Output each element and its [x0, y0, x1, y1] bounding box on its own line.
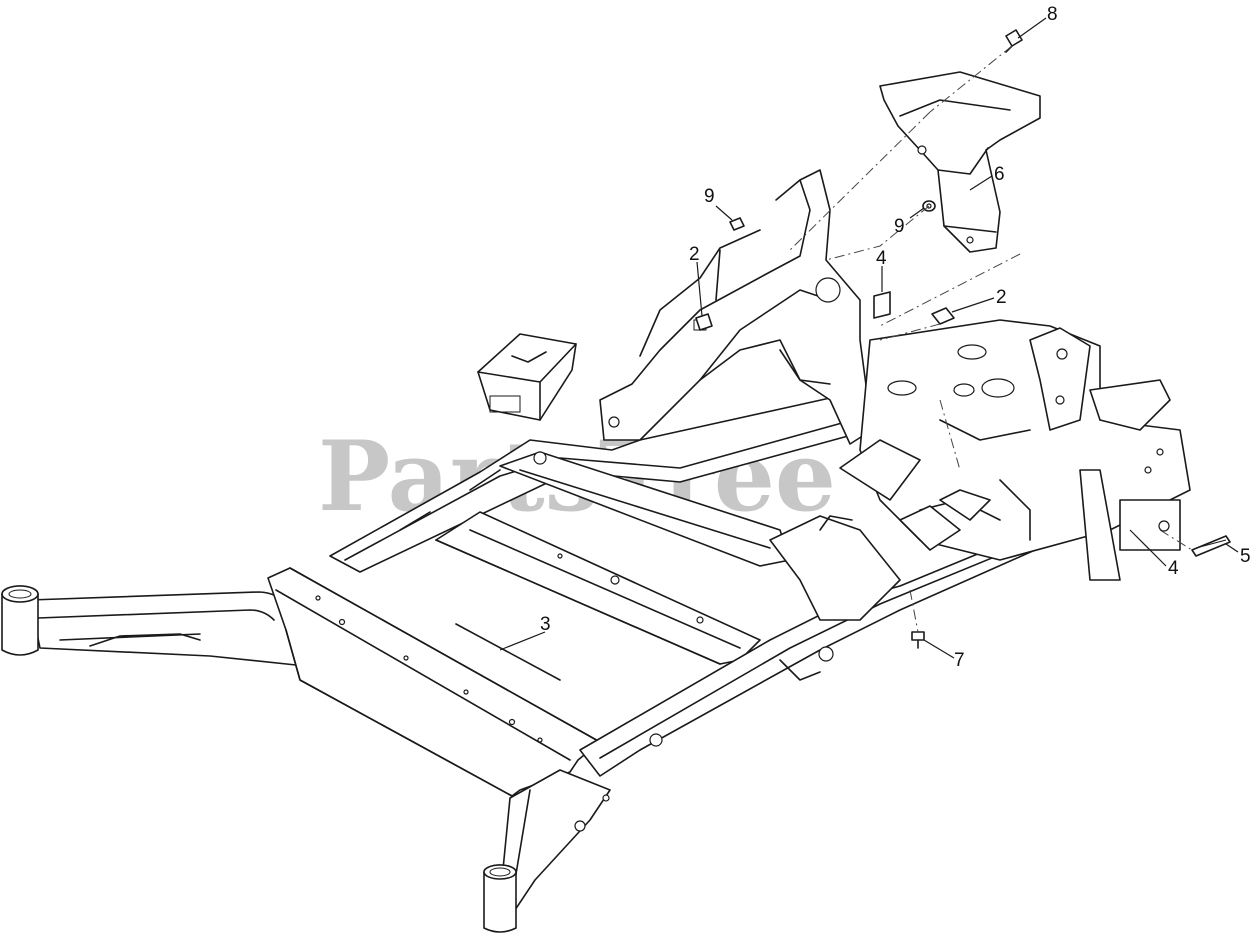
rivet-7 [911, 631, 925, 649]
center-cross-members [435, 451, 791, 665]
left-caster-arm [1, 585, 301, 666]
right-caster-arm [483, 769, 611, 933]
nut-9-left [729, 217, 745, 231]
explode-lines [789, 45, 1193, 633]
reflector-5 [1191, 535, 1231, 557]
callout-2-right: 2 [996, 287, 1007, 308]
callout-9-right: 9 [894, 216, 905, 237]
front-cross-beam [267, 567, 601, 797]
callout-7: 7 [954, 650, 965, 671]
clip-2-left [695, 313, 713, 331]
clip-2-right [931, 307, 955, 325]
center-humps [769, 439, 991, 621]
callout-4-upper: 4 [876, 248, 887, 269]
callout-2-left: 2 [689, 244, 700, 265]
left-rear-bracket [477, 333, 577, 421]
decal-4-upper [873, 291, 891, 319]
callout-8: 8 [1047, 4, 1058, 25]
callout-3: 3 [540, 614, 551, 635]
bracket-6 [879, 71, 1041, 253]
decal-3 [455, 623, 561, 681]
callout-6: 6 [994, 164, 1005, 185]
callouts: 8 6 9 9 2 2 4 4 5 7 3 [499, 4, 1251, 671]
callout-9-left: 9 [704, 186, 715, 207]
callout-5: 5 [1240, 546, 1251, 567]
frame-assembly [1, 169, 1191, 933]
callout-4-lower: 4 [1168, 558, 1179, 579]
left-tower [533, 169, 873, 465]
